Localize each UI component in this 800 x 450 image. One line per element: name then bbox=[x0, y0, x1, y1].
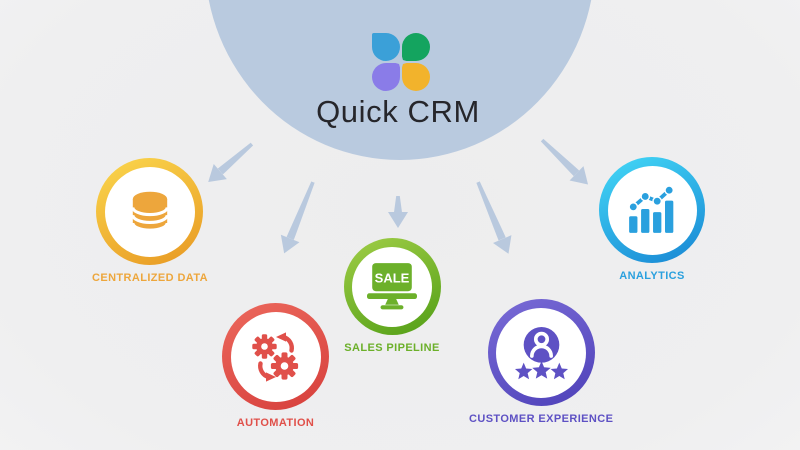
bar-chart-trend-icon bbox=[628, 185, 675, 233]
quick-crm-logo bbox=[372, 33, 430, 91]
sale-screen-text: SALE bbox=[375, 270, 410, 285]
node-label-automation: AUTOMATION bbox=[236, 417, 315, 429]
logo-petal-purple bbox=[372, 63, 400, 91]
automation-circle bbox=[222, 303, 329, 410]
user-rating-stars-icon bbox=[514, 326, 568, 379]
node-label-customer-experience: CUSTOMER EXPERIENCE bbox=[469, 413, 614, 425]
arrow-to-customer-experience bbox=[469, 178, 518, 258]
database-icon bbox=[131, 191, 169, 232]
node-analytics: ANALYTICS bbox=[599, 157, 705, 282]
logo-petal-green bbox=[402, 33, 430, 61]
logo-petal-yellow bbox=[402, 63, 430, 91]
node-label-centralized-data: CENTRALIZED DATA bbox=[92, 272, 208, 284]
node-label-sales-pipeline: SALES PIPELINE bbox=[344, 342, 440, 354]
arrow-to-automation bbox=[274, 178, 322, 258]
sale-monitor-icon: SALE bbox=[367, 263, 417, 310]
hub-title: Quick CRM bbox=[316, 94, 480, 129]
node-sales-pipeline: SALE SALES PIPELINE bbox=[343, 238, 441, 354]
gears-sync-icon bbox=[251, 331, 298, 382]
arrow-to-sales-pipeline bbox=[388, 196, 408, 228]
node-label-analytics: ANALYTICS bbox=[619, 270, 685, 282]
node-customer-experience: CUSTOMER EXPERIENCE bbox=[469, 299, 613, 425]
centralized-data-circle bbox=[96, 158, 204, 265]
logo-petal-blue bbox=[372, 33, 400, 61]
arrow-to-centralized-data bbox=[201, 136, 259, 190]
analytics-circle bbox=[599, 157, 705, 263]
node-centralized-data: CENTRALIZED DATA bbox=[92, 158, 208, 284]
sales-pipeline-circle: SALE bbox=[343, 238, 441, 335]
node-automation: AUTOMATION bbox=[222, 303, 329, 429]
arrow-to-analytics bbox=[535, 133, 595, 192]
customer-experience-circle bbox=[487, 299, 595, 406]
